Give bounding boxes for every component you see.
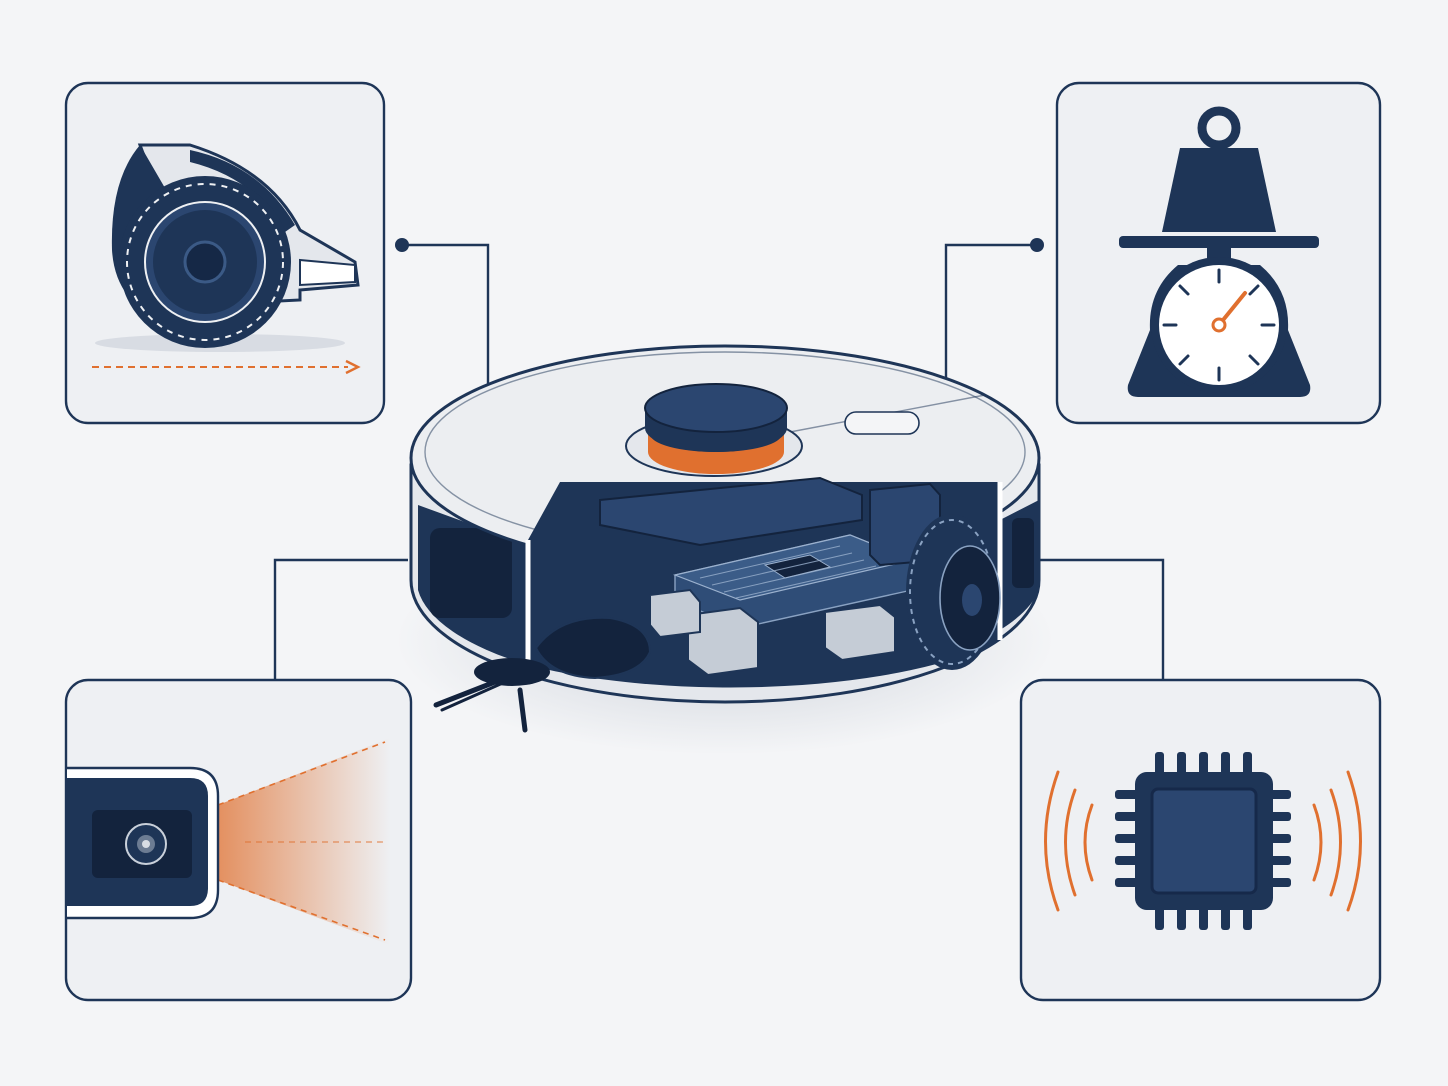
side-sensor-window-right xyxy=(1012,518,1034,588)
control-buttons xyxy=(844,411,920,435)
connector-dot-wheel xyxy=(395,238,409,252)
connector-wheel xyxy=(402,243,490,392)
scale-dial-ticks xyxy=(1162,268,1276,382)
connector-chip xyxy=(1040,558,1165,680)
connector-dot-scale xyxy=(1030,238,1044,252)
forward-motion-arrow xyxy=(92,359,361,375)
side-brush xyxy=(433,616,652,733)
lidar-turret xyxy=(625,383,803,477)
gauge-needle xyxy=(1211,291,1247,333)
vision-cone xyxy=(217,738,390,945)
connector-scale xyxy=(944,243,1037,385)
weight-scale-icon xyxy=(1119,106,1319,397)
side-sensor-window-left xyxy=(430,528,512,618)
connector-lines xyxy=(273,243,1165,680)
panel-weight-scale xyxy=(1055,81,1382,425)
drive-wheel-icon xyxy=(95,143,360,352)
panel-drive-wheel xyxy=(64,81,386,425)
panel-processor-chip xyxy=(1019,678,1382,1002)
signal-waves xyxy=(1044,770,1362,912)
battery-module xyxy=(599,476,863,547)
internal-drive-wheel xyxy=(906,514,1001,670)
connector-camera xyxy=(273,558,408,680)
camera-sensor-icon xyxy=(67,766,220,920)
processor-chip-icon xyxy=(1115,752,1291,930)
robot-vacuum-cutaway xyxy=(395,344,1055,755)
panel-front-camera xyxy=(64,678,413,1002)
